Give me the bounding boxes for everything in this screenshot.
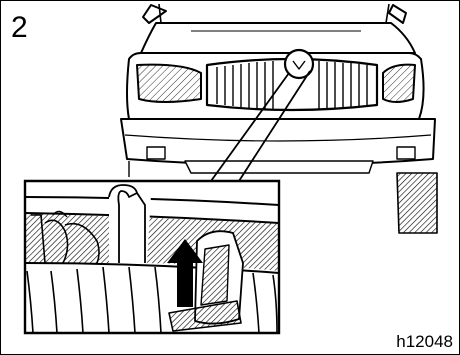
zoom-inset (25, 181, 279, 333)
figure-code: h12048 (396, 333, 453, 351)
step-number: 2 (11, 13, 28, 43)
